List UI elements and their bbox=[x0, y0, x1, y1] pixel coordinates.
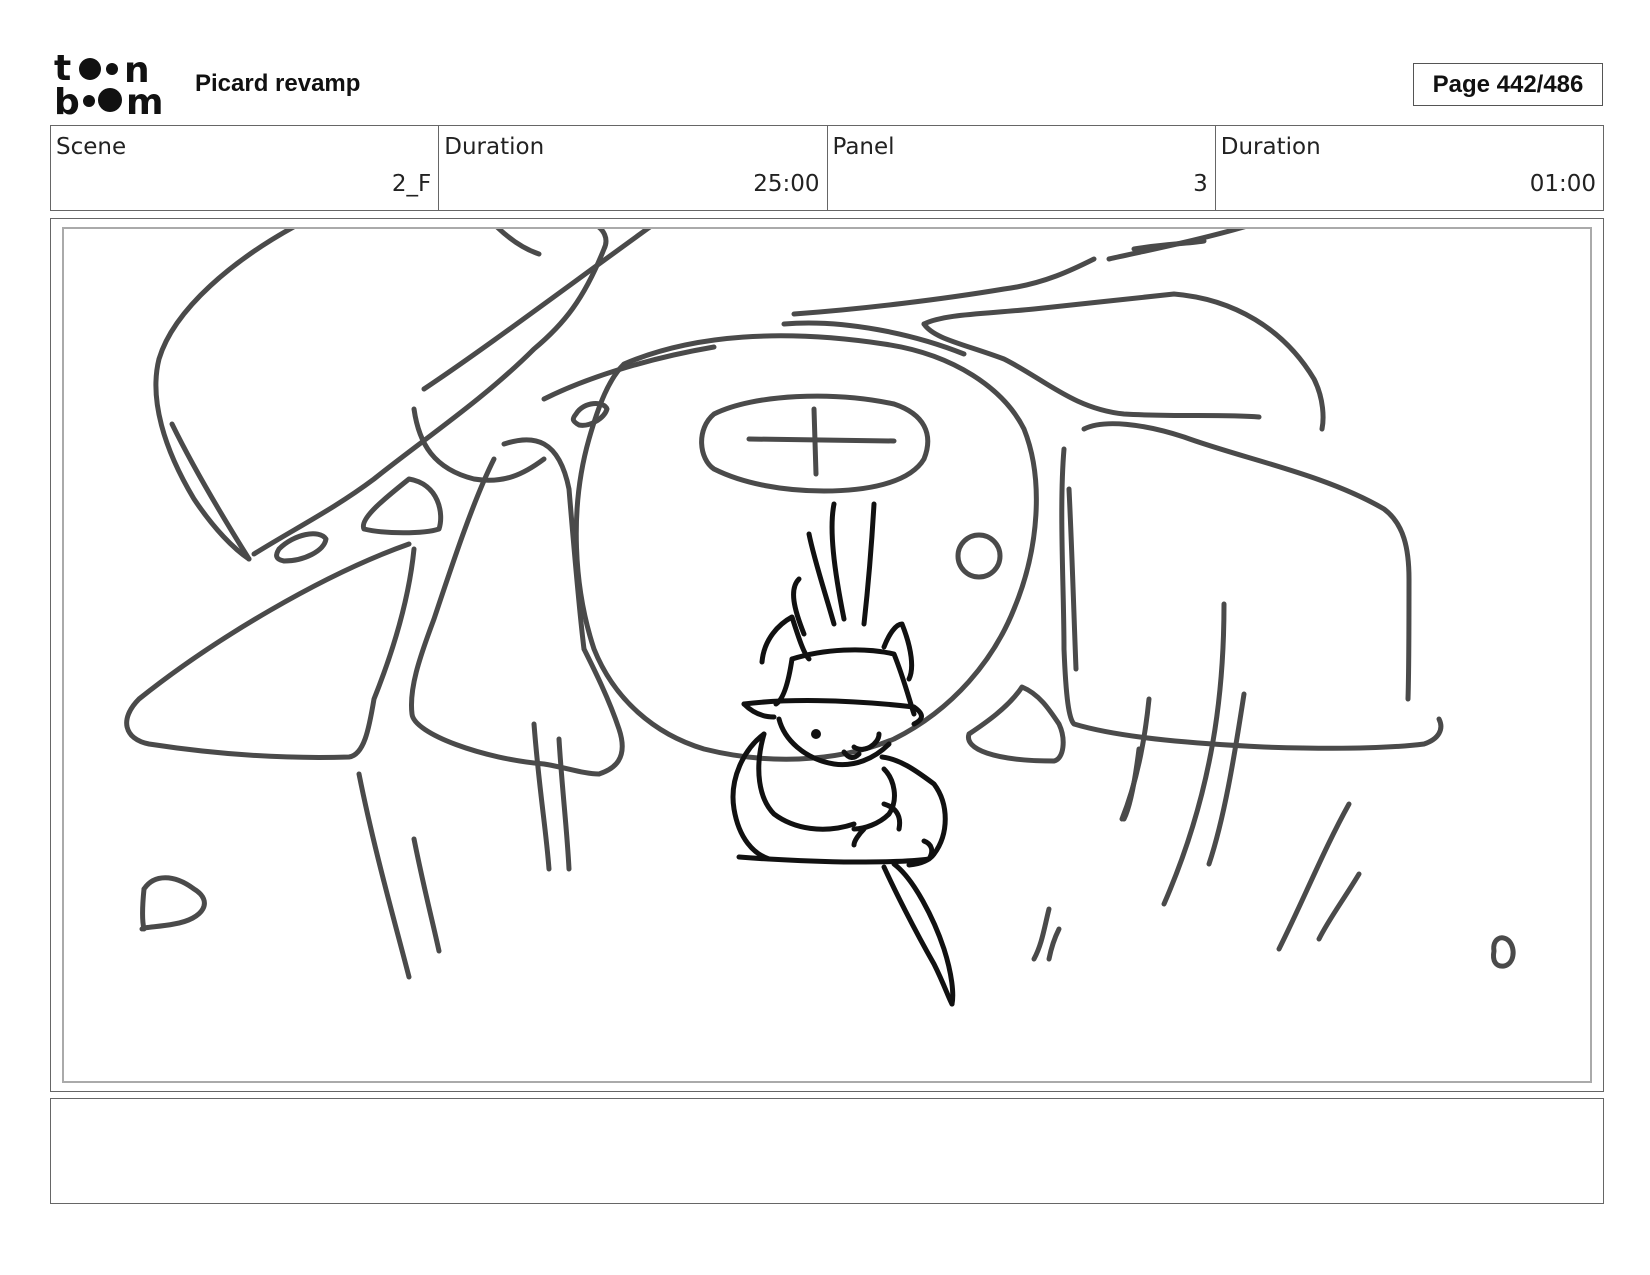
panel-label: Panel bbox=[832, 134, 895, 160]
panel-value: 3 bbox=[1193, 171, 1208, 197]
page-indicator: Page 442/486 bbox=[1413, 63, 1603, 106]
svg-text:t: t bbox=[54, 52, 71, 89]
svg-text:n: n bbox=[124, 52, 150, 91]
storyboard-panel bbox=[50, 218, 1604, 1092]
scene-label: Scene bbox=[56, 134, 127, 160]
panel-drawing-area bbox=[62, 227, 1592, 1083]
scene-duration-value: 25:00 bbox=[753, 171, 820, 197]
scene-duration-cell: Duration 25:00 bbox=[439, 126, 828, 210]
svg-text:b: b bbox=[54, 82, 80, 118]
toon-boom-logo: t n b m bbox=[54, 48, 170, 123]
info-table: Scene 2_F Duration 25:00 Panel 3 Duratio… bbox=[50, 125, 1604, 211]
panel-notes bbox=[50, 1098, 1604, 1204]
svg-text:m: m bbox=[126, 82, 164, 118]
panel-duration-cell: Duration 01:00 bbox=[1216, 126, 1603, 210]
scene-cell: Scene 2_F bbox=[51, 126, 440, 210]
scene-duration-label: Duration bbox=[444, 134, 545, 160]
panel-duration-value: 01:00 bbox=[1529, 171, 1596, 197]
panel-cell: Panel 3 bbox=[828, 126, 1216, 210]
scene-value: 2_F bbox=[391, 171, 432, 197]
project-title: Picard revamp bbox=[195, 70, 361, 97]
panel-sketch bbox=[124, 229, 1516, 1007]
panel-duration-label: Duration bbox=[1220, 134, 1321, 160]
